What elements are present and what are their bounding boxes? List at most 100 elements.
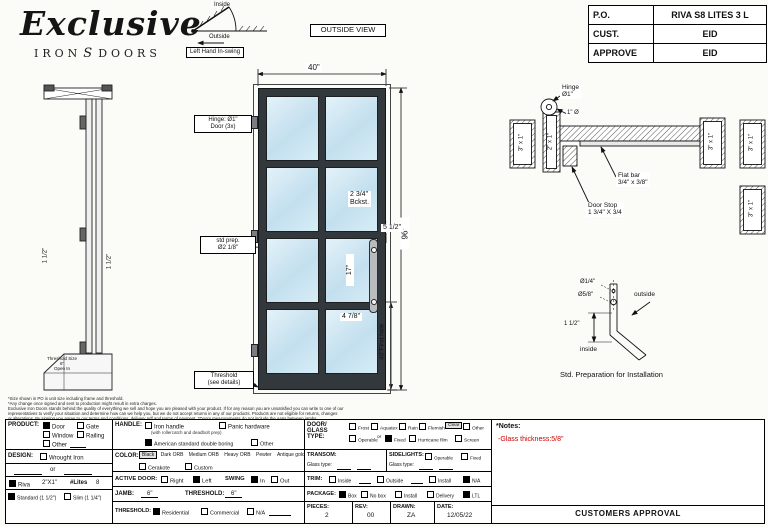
handle-hole [371, 247, 377, 253]
pieces-cell: PIECES: 2 [305, 502, 353, 523]
checkbox-option-screen[interactable]: Screen [455, 435, 479, 444]
threshold-type-section: THRESHOLD: Residential Commercial N/A [113, 502, 304, 523]
design-blank[interactable] [64, 473, 92, 475]
checkbox-option-flemish[interactable]: Flemish [419, 423, 445, 432]
glass-option-clear[interactable]: Clear [445, 422, 463, 429]
checkbox-option-custom-color[interactable]: Custom [185, 463, 213, 472]
checkbox-option-trim-install[interactable]: Install [429, 476, 451, 485]
checkbox-option-standard-frame[interactable]: Standard (1 1/2") [8, 493, 56, 502]
checkbox-option-other-product[interactable]: Other [43, 440, 67, 449]
handle-label: HANDLE: [115, 422, 142, 428]
date-value: 12/05/22 [447, 512, 473, 519]
profile-dim-right: 1 1/2" [106, 253, 113, 270]
lites-value: 8 [96, 480, 100, 486]
customers-approval[interactable]: CUSTOMERS APPROVAL [575, 509, 681, 518]
active-door-section: ACTIVE DOOR: Right Left SWING In Out [113, 472, 304, 487]
checkbox-option-aquatex[interactable]: Aquatex [371, 423, 398, 432]
checkbox-option-iron-handle[interactable]: Iron handle [145, 422, 184, 431]
checkbox-option-hurricane-film[interactable]: Hurricane film [409, 435, 448, 444]
checkbox-option-residential[interactable]: Residential [153, 508, 189, 517]
checkbox-option-rain[interactable]: Rain [399, 423, 418, 432]
drawn-value: ZA [407, 512, 416, 519]
checkbox-option-swing-in[interactable]: In [251, 476, 265, 485]
po-label: P.O. [588, 5, 654, 25]
checkbox-option-box[interactable]: Box [339, 491, 357, 500]
threshold-blank[interactable] [269, 514, 291, 516]
threshold-size-form-label: THRESHOLD: [185, 491, 225, 497]
checkbox-option-commercial[interactable]: Commercial [201, 508, 239, 517]
threshold-size-value[interactable]: 6" [225, 491, 243, 498]
backset-dimension: 2 3/4" Bckst. [348, 191, 372, 208]
checkbox-option-no-box[interactable]: No box [361, 491, 386, 500]
drawn-cell: DRAWN: ZA [391, 502, 435, 523]
checkbox-option-fixed-door[interactable]: Fixed [385, 435, 406, 444]
installation-prep-graphic [588, 280, 651, 361]
checkbox-option-wrought-iron[interactable]: Wrought Iron [40, 453, 84, 462]
checkbox-option-sidelight-fixed[interactable]: Fixed [461, 453, 481, 461]
color-option-black[interactable]: Black [139, 451, 158, 459]
checkbox-option-gate[interactable]: Gate [77, 422, 99, 431]
tube-3x1-label: 3" x 1" [708, 123, 716, 160]
checkbox-option-trim-inside[interactable]: Inside [329, 476, 351, 485]
color-option-antique-gold[interactable]: Antique gold [276, 452, 304, 458]
std-prep-note: std prep. Ø2 1/8" [200, 236, 256, 254]
checkbox-option-trim-na[interactable]: N/A [463, 476, 480, 485]
package-section: PACKAGE: Box No box Install Delivery LTL [305, 487, 491, 502]
checkbox-option-right[interactable]: Right [161, 476, 184, 485]
color-section: COLOR: Black Dark ORB Medium ORB Heavy O… [113, 450, 304, 472]
checkbox-option-operable-door[interactable]: Operable [349, 435, 378, 444]
sidelights-blank[interactable] [419, 468, 433, 470]
checkbox-option-railing[interactable]: Railing [77, 431, 104, 440]
or-word-glass: or [377, 435, 382, 440]
trim-blank[interactable] [359, 482, 371, 484]
color-option-dark-orb[interactable]: Dark ORB [160, 452, 184, 458]
checkbox-option-ltl[interactable]: LTL [463, 491, 480, 500]
transom-blank[interactable] [337, 468, 351, 470]
checkbox-option-sidelight-operable[interactable]: Operable [425, 453, 453, 461]
glass-pane [266, 309, 319, 374]
checkbox-option-frost[interactable]: Frost [349, 423, 369, 432]
transom-glass-type-label: Glass type: [307, 462, 333, 468]
brand-scroll-icon: S [83, 46, 97, 61]
checkbox-option-door[interactable]: Door [43, 422, 65, 431]
glass-pane [266, 96, 319, 161]
or-word: or [50, 467, 56, 473]
checkbox-option-pkg-install[interactable]: Install [395, 491, 417, 500]
checkbox-option-window[interactable]: Window [43, 431, 73, 440]
checkbox-option-delivery[interactable]: Delivery [427, 491, 454, 500]
checkbox-option-swing-out[interactable]: Out [271, 476, 289, 485]
design-blank[interactable] [14, 473, 42, 475]
outside-side-label: outside [634, 291, 655, 298]
other-product-blank[interactable] [70, 446, 86, 448]
checkbox-option-riva[interactable]: Riva [9, 480, 30, 489]
design-section: DESIGN: Wrought Iron [6, 450, 112, 464]
profile-dim-left: 1 1/2" [42, 247, 49, 264]
checkbox-option-slim-frame[interactable]: Slim (1 1/4") [64, 493, 101, 502]
trim-blank[interactable] [411, 482, 423, 484]
color-option-heavy-orb[interactable]: Heavy ORB [224, 452, 251, 458]
door-elevation [258, 88, 386, 390]
drawn-label: DRAWN: [393, 504, 416, 510]
checkbox-option-other-glass[interactable]: Other [463, 423, 484, 432]
threshold-note: Threshold (see details) [194, 371, 254, 389]
checkbox-option-cerakote[interactable]: Cerakote [139, 463, 170, 472]
swing-diagram-graphic [191, 5, 267, 46]
checkbox-option-american-standard[interactable]: American standard double boring [145, 439, 233, 448]
width-dimension: 40" [306, 63, 322, 73]
checkbox-option-left[interactable]: Left [193, 476, 212, 485]
meta-section: PIECES: 2 REV: 00 DRAWN: ZA DATE: 12/05/… [305, 502, 491, 523]
transom-blank[interactable] [357, 468, 371, 470]
checkbox-option-na-threshold[interactable]: N/A [247, 508, 265, 517]
design-or-row: or [6, 464, 112, 477]
checkbox-option-trim-outside[interactable]: Outside [377, 476, 403, 485]
color-option-pewter[interactable]: Pewter [256, 452, 272, 458]
checkbox-option-panic-hardware[interactable]: Panic hardware [219, 422, 270, 431]
date-label: DATE: [437, 504, 454, 510]
checkbox-option-other-handle[interactable]: Other [251, 439, 273, 448]
cust-label: CUST. [588, 24, 654, 44]
swing-inside-label: Inside [214, 2, 231, 8]
sidelights-blank[interactable] [439, 468, 453, 470]
jamb-value[interactable]: 6" [141, 491, 159, 498]
color-option-medium-orb[interactable]: Medium ORB [188, 452, 219, 458]
